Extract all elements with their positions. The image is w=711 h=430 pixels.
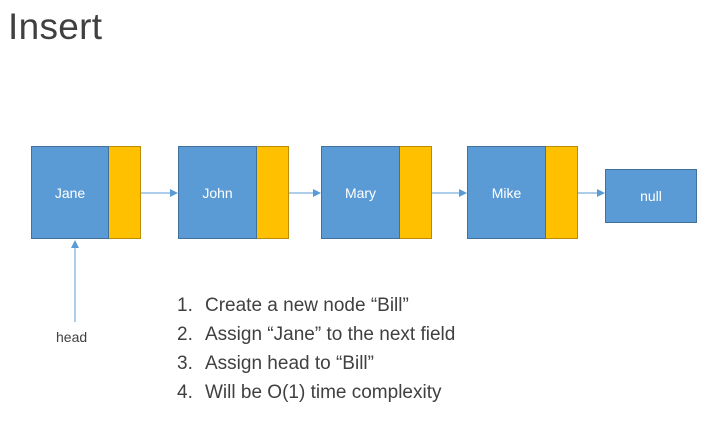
node-next-field — [400, 146, 432, 239]
step-item: 1. Create a new node “Bill” — [177, 291, 455, 320]
node-next-field — [109, 146, 141, 239]
step-number: 3. — [177, 353, 193, 374]
list-node-john: John — [178, 146, 289, 239]
node-label: Mike — [491, 184, 522, 201]
node-data-field: Mike — [467, 146, 546, 239]
steps-list: 1. Create a new node “Bill” 2. Assign “Jan… — [177, 291, 455, 407]
node-data-field: Jane — [31, 146, 109, 239]
node-label: Jane — [54, 184, 86, 201]
step-number: 4. — [177, 382, 193, 403]
null-node: null — [605, 169, 697, 223]
head-label: head — [56, 329, 88, 345]
step-number: 1. — [177, 295, 193, 316]
node-next-field — [546, 146, 578, 239]
node-next-field — [257, 146, 289, 239]
step-text: Assign head to “Bill” — [205, 353, 374, 374]
step-item: 4. Will be O(1) time complexity — [177, 378, 455, 407]
step-item: 3. Assign head to “Bill” — [177, 349, 455, 378]
slide-title: Insert — [8, 6, 103, 47]
step-text: Create a new node “Bill” — [205, 295, 409, 316]
step-number: 2. — [177, 324, 193, 345]
step-text: Will be O(1) time complexity — [205, 382, 442, 403]
step-item: 2. Assign “Jane” to the next field — [177, 320, 455, 349]
list-node-jane: Jane — [31, 146, 141, 239]
node-data-field: John — [178, 146, 257, 239]
node-data-field: Mary — [321, 146, 400, 239]
list-node-mary: Mary — [321, 146, 432, 239]
node-label: John — [202, 184, 233, 201]
step-text: Assign “Jane” to the next field — [205, 324, 456, 345]
list-node-mike: Mike — [467, 146, 578, 239]
node-label: Mary — [344, 184, 377, 201]
null-label: null — [640, 188, 662, 204]
